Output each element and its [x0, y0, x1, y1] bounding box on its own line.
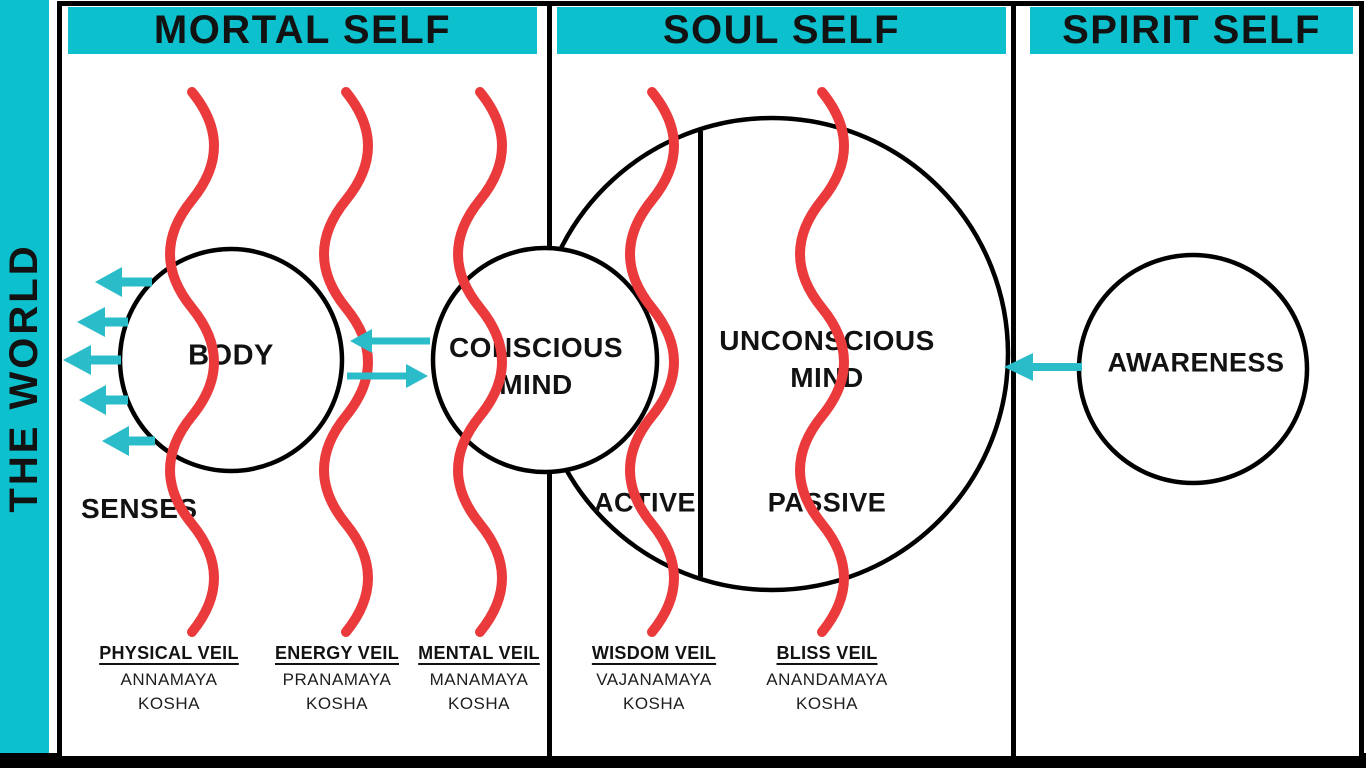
- world-strip: [0, 0, 49, 756]
- energy-veil-title: ENERGY VEIL: [274, 643, 399, 663]
- energy-veil-kosha-2: KOSHA: [305, 694, 369, 713]
- header-spirit-self: SPIRIT SELF: [1030, 7, 1353, 54]
- veil-caption-bliss: BLISS VEIL ANANDAMAYA KOSHA: [717, 643, 937, 716]
- header-soul-self: SOUL SELF: [557, 7, 1006, 54]
- wisdom-veil-kosha-2: KOSHA: [622, 694, 686, 713]
- awareness-label: AWARENESS: [1107, 347, 1285, 378]
- conscious-mind-label: CONSCIOUS MIND: [449, 329, 623, 403]
- bliss-veil-kosha-2: KOSHA: [795, 694, 859, 713]
- mental-veil-kosha-1: MANAMAYA: [429, 670, 529, 689]
- bliss-veil-kosha-1: ANANDAMAYA: [766, 670, 888, 689]
- senses-label: SENSES: [81, 493, 198, 524]
- world-label: THE WORLD: [2, 243, 46, 513]
- veil-caption-physical: PHYSICAL VEIL ANNAMAYA KOSHA: [59, 643, 279, 716]
- active-label: ACTIVE: [593, 487, 697, 518]
- physical-veil-kosha-2: KOSHA: [137, 694, 201, 713]
- bliss-veil-title: BLISS VEIL: [776, 643, 878, 663]
- mental-veil-title: MENTAL VEIL: [418, 643, 540, 663]
- header-mortal-self: MORTAL SELF: [68, 7, 537, 54]
- unconscious-mind-label: UNCONSCIOUS MIND: [719, 322, 935, 396]
- veil-caption-energy: ENERGY VEIL PRANAMAYA KOSHA: [227, 643, 447, 716]
- body-label: BODY: [188, 339, 274, 372]
- conscious-mind-line1: CONSCIOUS: [448, 332, 624, 363]
- unconscious-mind-line2: MIND: [790, 362, 864, 393]
- passive-label: PASSIVE: [767, 487, 887, 518]
- wisdom-veil-title: WISDOM VEIL: [591, 643, 717, 663]
- veil-caption-mental: MENTAL VEIL MANAMAYA KOSHA: [369, 643, 589, 716]
- physical-veil-title: PHYSICAL VEIL: [99, 643, 239, 663]
- physical-veil-kosha-1: ANNAMAYA: [120, 670, 218, 689]
- mental-veil-kosha-2: KOSHA: [447, 694, 511, 713]
- conscious-mind-line2: MIND: [499, 369, 573, 400]
- unconscious-mind-line1: UNCONSCIOUS: [719, 325, 935, 356]
- energy-veil-kosha-1: PRANAMAYA: [282, 670, 392, 689]
- veil-caption-wisdom: WISDOM VEIL VAJANAMAYA KOSHA: [544, 643, 764, 716]
- wisdom-veil-kosha-1: VAJANAMAYA: [596, 670, 712, 689]
